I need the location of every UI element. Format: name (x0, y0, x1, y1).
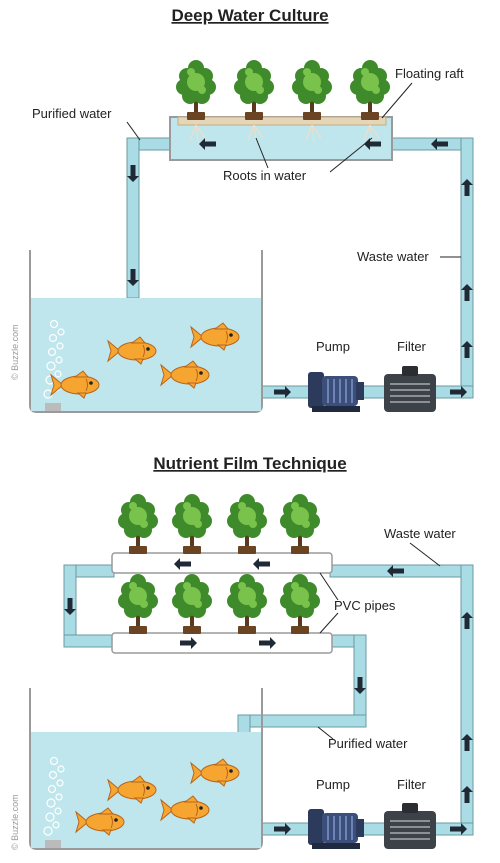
nft-label-pump: Pump (316, 777, 350, 792)
nft-label-filter: Filter (397, 777, 427, 792)
dwc-leader-purified (126, 121, 141, 141)
nft-pvc-pipe-lower (111, 632, 333, 654)
nft-label-purified-water: Purified water (328, 736, 408, 751)
dwc-air-stone (45, 403, 61, 411)
plant-icon (227, 494, 267, 554)
dwc-floating-raft (177, 116, 387, 126)
dwc-leader-raft (381, 82, 413, 119)
nft-section: Nutrient Film Technique (10, 454, 474, 850)
dwc-label-purified-water: Purified water (32, 106, 112, 121)
dwc-label-roots: Roots in water (223, 168, 307, 183)
filter-icon (383, 802, 437, 850)
nft-leader-waste (409, 542, 441, 567)
nft-label-waste-water: Waste water (384, 526, 456, 541)
nft-air-stone (45, 840, 61, 848)
plant-icon (280, 574, 320, 634)
plant-icon (350, 60, 390, 120)
dwc-return-pipe (261, 385, 474, 399)
dwc-waste-pipe-vertical (460, 137, 474, 399)
plant-icon (172, 574, 212, 634)
pump-icon (307, 808, 365, 850)
plant-icon (176, 60, 216, 120)
plant-icon (227, 574, 267, 634)
nft-leader-purified (317, 726, 334, 740)
nft-connector-bottom (63, 634, 115, 648)
dwc-credit: © Buzzle.com (10, 324, 20, 380)
dwc-label-pump: Pump (316, 339, 350, 354)
nft-leader-pvc-2 (319, 612, 339, 634)
plant-icon (280, 494, 320, 554)
dwc-title: Deep Water Culture (171, 6, 328, 25)
nft-pvc-pipe-upper (111, 552, 333, 574)
nft-fish-tank (29, 688, 263, 850)
dwc-section: Deep Water Culture (10, 6, 474, 413)
plant-icon (234, 60, 274, 120)
filter-icon (383, 365, 437, 413)
dwc-fish-tank (29, 250, 263, 413)
nft-return-pipe (261, 822, 474, 836)
dwc-leader-roots-1 (255, 137, 269, 169)
nft-leader-pvc-1 (319, 572, 339, 601)
nft-credit: © Buzzle.com (10, 794, 20, 850)
dwc-label-waste-water: Waste water (357, 249, 429, 264)
dwc-label-filter: Filter (397, 339, 427, 354)
plant-icon (118, 494, 158, 554)
plant-icon (292, 60, 332, 120)
dwc-label-floating-raft: Floating raft (395, 66, 464, 81)
plant-icon (172, 494, 212, 554)
dwc-leader-roots-2 (329, 137, 373, 173)
pump-icon (307, 371, 365, 413)
nft-title: Nutrient Film Technique (153, 454, 346, 473)
nft-label-pvc-pipes: PVC pipes (334, 598, 396, 613)
plant-icon (118, 574, 158, 634)
dwc-roots (189, 124, 380, 143)
nft-purified-horizontal (237, 714, 367, 728)
